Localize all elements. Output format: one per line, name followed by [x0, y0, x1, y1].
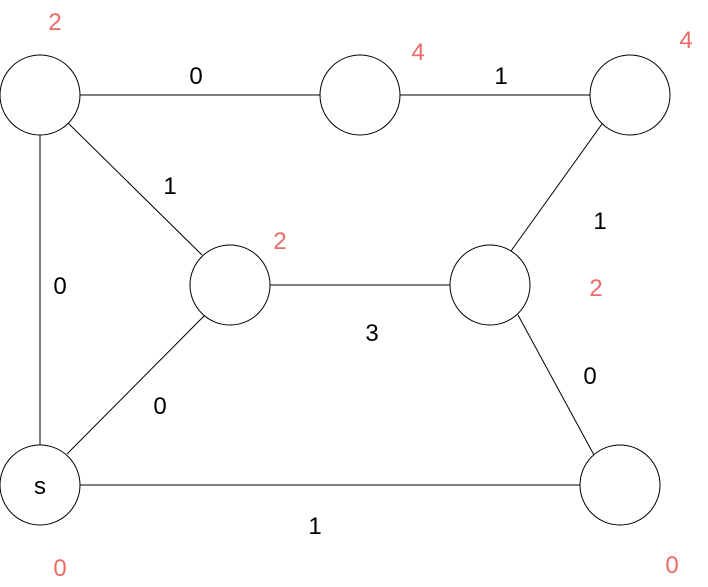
node-b: [319, 54, 401, 136]
distance-label-f: 0: [665, 552, 678, 579]
edges: [39, 94, 603, 486]
edge-weight-s-f: 1: [308, 513, 321, 540]
distance-label-s: 0: [53, 555, 66, 582]
edge-weight-a-b: 0: [189, 63, 202, 90]
edge-weight-d-s: 0: [153, 393, 166, 420]
edge-weight-d-e: 3: [365, 320, 378, 347]
edge-weight-b-c: 1: [494, 63, 507, 90]
node-f: [579, 444, 661, 526]
node-label-s: s: [34, 473, 46, 500]
node-e: [449, 244, 531, 326]
edge-weight-e-f: 0: [583, 363, 596, 390]
node-d: [189, 244, 271, 326]
edge-weights: 0 1 1 0 1 3 0 0 1: [53, 63, 606, 540]
node-c: [589, 54, 671, 136]
distance-label-c: 4: [679, 27, 692, 54]
node-a: [0, 54, 81, 136]
distance-label-a: 2: [48, 9, 61, 36]
node-s: s: [0, 444, 81, 526]
distance-labels: 2 4 4 2 2 0 0: [48, 9, 692, 582]
edge-c-e: [510, 123, 603, 252]
edge-e-f: [517, 314, 595, 456]
distance-label-e: 2: [589, 275, 602, 302]
distance-label-b: 4: [411, 39, 424, 66]
distance-label-d: 2: [273, 228, 286, 255]
edge-d-s: [66, 314, 206, 455]
edge-weight-c-e: 1: [593, 208, 606, 235]
edge-weight-a-d: 1: [163, 173, 176, 200]
edge-weight-a-s: 0: [53, 273, 66, 300]
edge-a-d: [66, 121, 203, 256]
